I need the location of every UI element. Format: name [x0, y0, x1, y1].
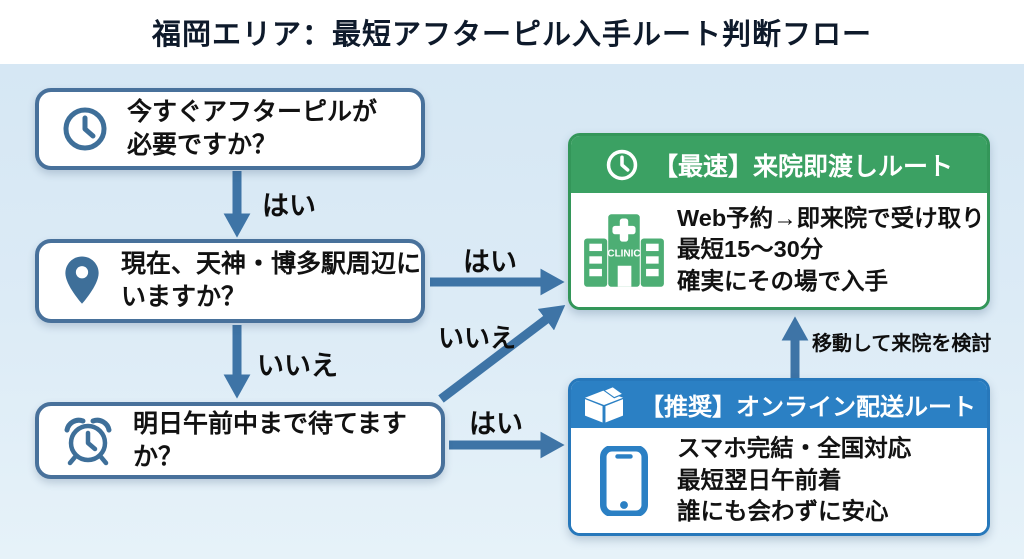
question-near-tenjin: 現在、天神・博多駅周辺に いますか？	[35, 239, 425, 323]
question-text: 現在、天神・博多駅周辺に いますか？	[121, 250, 422, 311]
edge-label-move-to-clinic: 移動して来院を検討	[812, 333, 992, 355]
map-pin-icon	[61, 254, 103, 308]
question-text: 今すぐアフターピルが 必要ですか？	[127, 98, 378, 159]
edge-label-q2-yes: はい	[463, 247, 517, 277]
edge-label-q3-no: いいえ	[438, 323, 517, 353]
route-clinic-title: 【最速】来院即渡しルート	[652, 152, 953, 181]
page-title: 福岡エリア：最短アフターピル入手ルート判断フロー	[151, 19, 872, 51]
route-online-title: 【推奨】オンライン配送ルート	[640, 394, 976, 421]
route-clinic-body: CLINIC Web予約→即来院で受け取り 最短15〜30分 確実にその場で入手	[571, 193, 987, 307]
question-text: 明日午前中まで待てますか？	[133, 409, 407, 471]
clinic-sign-label: CLINIC	[607, 248, 640, 259]
route-online-card: 【推奨】オンライン配送ルート スマホ完結・全国対応 最短翌日午前着 誰にも会わず…	[568, 378, 990, 536]
edge-label-q2-no: いいえ	[257, 351, 338, 381]
route-clinic-details: Web予約→即来院で受け取り 最短15〜30分 確実にその場で入手	[677, 204, 985, 294]
clock-icon	[61, 105, 109, 153]
alarm-clock-icon	[61, 414, 115, 468]
edge-label-q3-yes: はい	[469, 409, 523, 439]
route-online-body: スマホ完結・全国対応 最短翌日午前着 誰にも会わずに安心	[571, 428, 987, 533]
clock-icon	[605, 148, 639, 182]
package-icon	[582, 385, 626, 424]
hospital-icon: CLINIC	[571, 211, 677, 289]
smartphone-icon	[571, 445, 677, 516]
question-need-now: 今すぐアフターピルが 必要ですか？	[35, 88, 425, 170]
edge-label-q1-yes: はい	[262, 191, 316, 221]
route-online-header: 【推奨】オンライン配送ルート	[571, 381, 987, 428]
route-clinic-card: 【最速】来院即渡しルート CLINIC	[568, 133, 990, 310]
route-clinic-header: 【最速】来院即渡しルート	[571, 136, 987, 193]
question-can-wait: 明日午前中まで待てますか？	[35, 402, 445, 479]
route-online-details: スマホ完結・全国対応 最短翌日午前着 誰にも会わずに安心	[677, 435, 912, 525]
title-bar: 福岡エリア：最短アフターピル入手ルート判断フロー	[0, 0, 1024, 64]
